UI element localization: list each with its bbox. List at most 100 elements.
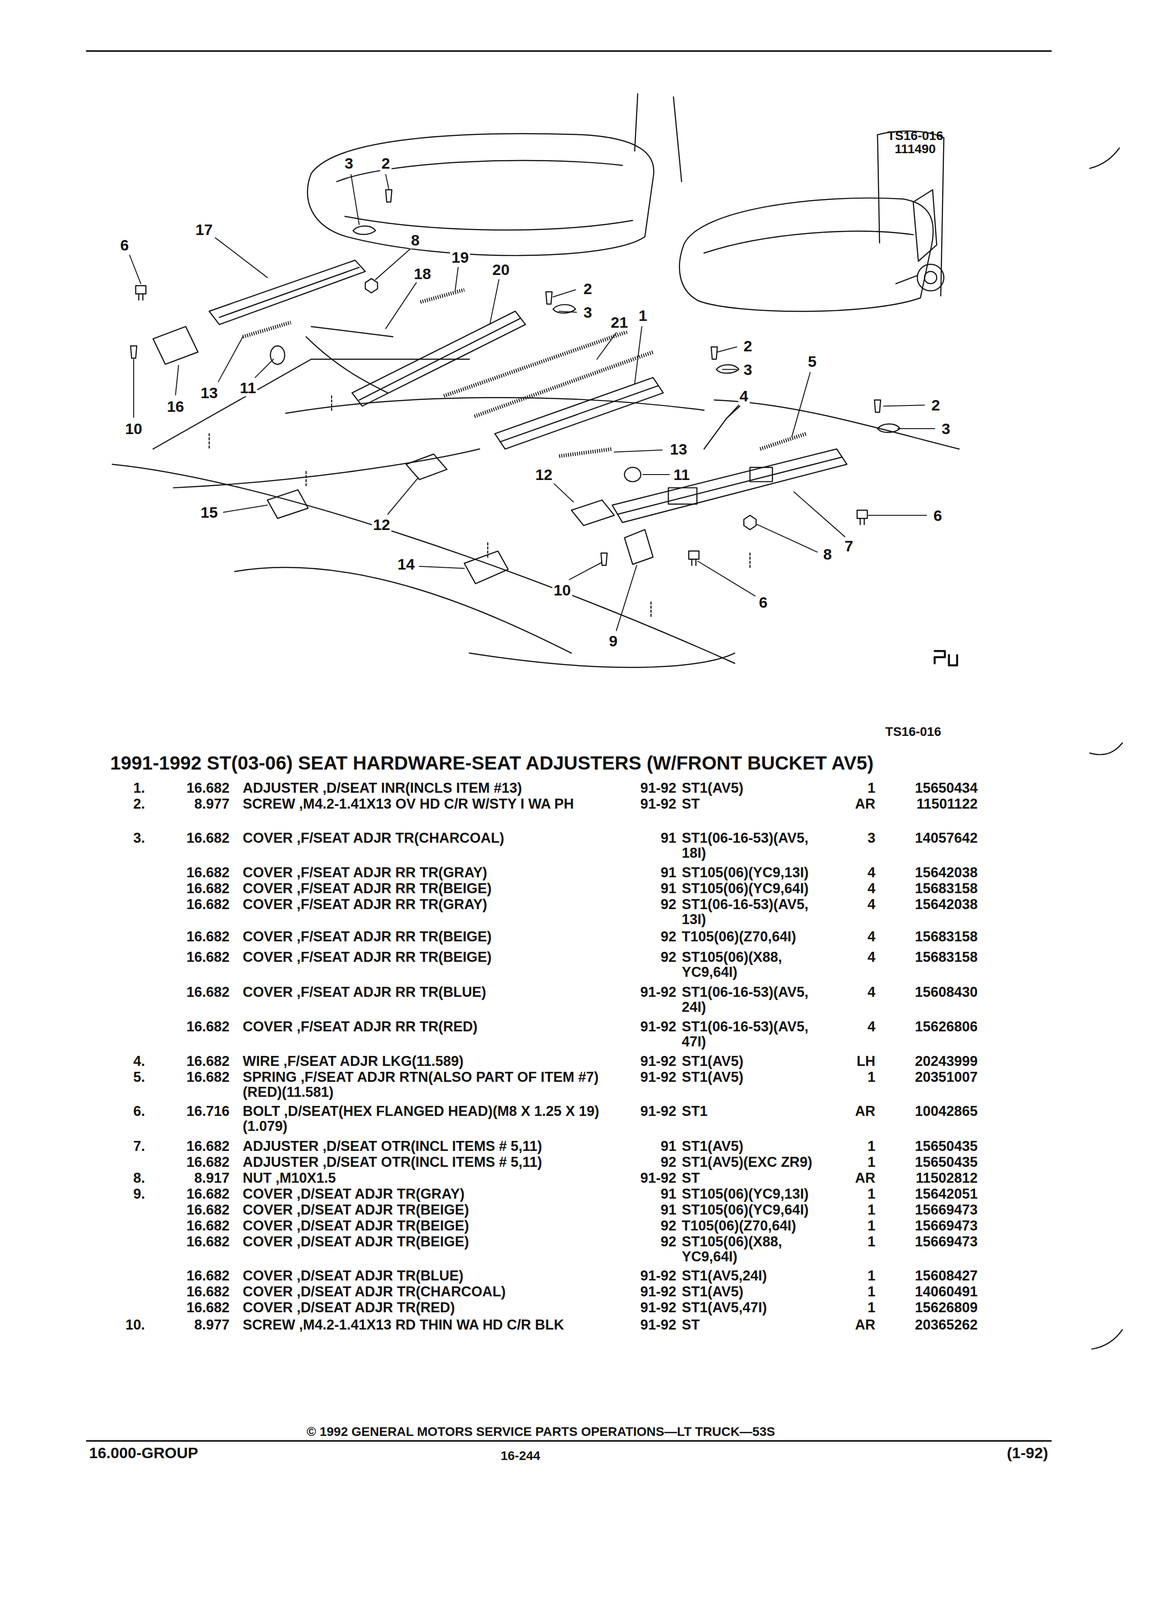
part-number: 15608430: [886, 984, 978, 1000]
seat-cushion: [924, 271, 937, 284]
floor-pan: [234, 567, 572, 654]
figure-code: TS16-016: [885, 724, 942, 739]
item-number: 10.: [90, 1317, 145, 1333]
leader-line: [698, 561, 756, 596]
page-rule: [86, 49, 1052, 52]
floor-pan: [112, 464, 735, 664]
leader-line: [614, 449, 663, 452]
callout-number: 9: [607, 632, 620, 650]
quantity: 1: [834, 1069, 876, 1085]
callout-number: 3: [343, 154, 355, 172]
screw: [130, 345, 137, 359]
part-description: COVER ,F/SEAT ADJR RR TR(BEIGE): [242, 880, 630, 896]
part-description: NUT ,M10X1.5: [242, 1170, 630, 1186]
part-number: 20365262: [886, 1317, 978, 1333]
trim-cover: [353, 225, 900, 433]
part-description: COVER ,D/SEAT ADJR TR(BLUE): [242, 1268, 630, 1284]
part-number: 15642051: [886, 1186, 978, 1202]
model-year: 91-92: [608, 1268, 677, 1284]
leader-line: [569, 562, 603, 580]
callout-number: 18: [412, 264, 433, 283]
margin-mark: [1089, 742, 1123, 755]
leader-line: [634, 326, 642, 384]
model-year: 91-92: [608, 1053, 677, 1069]
seat-cushion: [679, 198, 934, 312]
group-code: 8.977: [161, 1317, 230, 1333]
seat-rail: [219, 267, 360, 318]
mount-bracket: [571, 499, 615, 526]
stud: [487, 542, 489, 560]
quantity: LH: [834, 1053, 876, 1069]
seat-rail: [749, 467, 773, 482]
group-code: 16.682: [161, 929, 230, 945]
quantity: 1: [834, 780, 876, 796]
spring: [242, 322, 291, 337]
quantity: 1: [834, 1268, 876, 1284]
revision-date: (1-92): [1004, 1443, 1051, 1462]
spring: [420, 289, 465, 303]
callout-number: 10: [123, 419, 144, 438]
nut-bolt: [744, 515, 757, 530]
model-year: 91-92: [608, 1069, 677, 1085]
callout-number: 12: [534, 465, 555, 484]
callout-number: 13: [668, 440, 689, 458]
usage-code: ST: [681, 796, 832, 812]
usage-code: ST1(06-16-53)(AV5, 13I): [681, 896, 832, 927]
part-number: 15650435: [886, 1154, 978, 1170]
model-year: 91-92: [608, 1317, 677, 1333]
quantity: AR: [834, 796, 876, 812]
callout-number: 10: [552, 581, 573, 599]
floor-pan: [469, 653, 735, 668]
usage-code: ST105(06)(X88, YC9,64I): [681, 949, 832, 980]
seat-cushion: [344, 216, 633, 230]
nut-bolt: [135, 278, 868, 566]
leader-line: [883, 404, 925, 406]
model-year: 92: [608, 1154, 677, 1170]
seat-cushion: [673, 96, 682, 182]
callout-number: 15: [199, 503, 220, 521]
group-code: 16.682: [161, 1186, 230, 1202]
callout-number: 4: [738, 387, 750, 405]
usage-code: ST105(06)(YC9,64I): [681, 880, 832, 896]
group-code: 16.682: [161, 1019, 230, 1035]
group-code: 16.682: [161, 1069, 230, 1085]
callout-number: 2: [742, 337, 754, 355]
group-code: 16.682: [161, 1154, 230, 1170]
seat-cushion: [895, 275, 918, 284]
item-number: 7.: [90, 1138, 145, 1154]
leader-line: [898, 428, 935, 430]
part-description: COVER ,D/SEAT ADJR TR(RED): [242, 1299, 630, 1315]
callout-number: 3: [742, 360, 754, 379]
usage-code: ST1: [681, 1103, 832, 1119]
nut-bolt: [135, 285, 146, 300]
group-code: 16.682: [161, 830, 230, 846]
group-code: 16.682: [161, 880, 230, 896]
copyright-note: © 1992 GENERAL MOTORS SERVICE PARTS OPER…: [304, 1424, 778, 1439]
adjuster-cover: [624, 529, 654, 565]
quantity: 4: [834, 984, 876, 1000]
quantity: 1: [834, 1218, 876, 1234]
model-year: 91-92: [608, 984, 677, 1000]
quantity: 1: [834, 1233, 876, 1249]
usage-code: ST1(AV5): [681, 780, 832, 796]
part-number: 20243999: [886, 1053, 978, 1069]
callout-number: 21: [609, 313, 630, 331]
part-description: COVER ,F/SEAT ADJR RR TR(GRAY): [242, 864, 630, 880]
part-number: 15669473: [886, 1218, 978, 1234]
seat-rail: [352, 311, 526, 407]
quantity: AR: [834, 1317, 876, 1333]
seat-rail: [668, 487, 697, 505]
group-code: 16.682: [161, 864, 230, 880]
usage-code: ST: [681, 1170, 832, 1186]
model-year: 91-92: [608, 1103, 677, 1119]
part-number: 10042865: [886, 1103, 978, 1119]
usage-code: T105(06)(Z70,64I): [681, 1218, 832, 1234]
model-year: 91: [608, 830, 677, 846]
part-description: COVER ,F/SEAT ADJR RR TR(RED): [242, 1019, 630, 1035]
quantity: 4: [834, 880, 876, 896]
quantity: 4: [834, 949, 876, 965]
group-code: 16.682: [161, 1138, 230, 1154]
leader-line: [385, 282, 417, 329]
floor-pan: [153, 359, 470, 450]
adjuster-cover: [153, 326, 654, 565]
